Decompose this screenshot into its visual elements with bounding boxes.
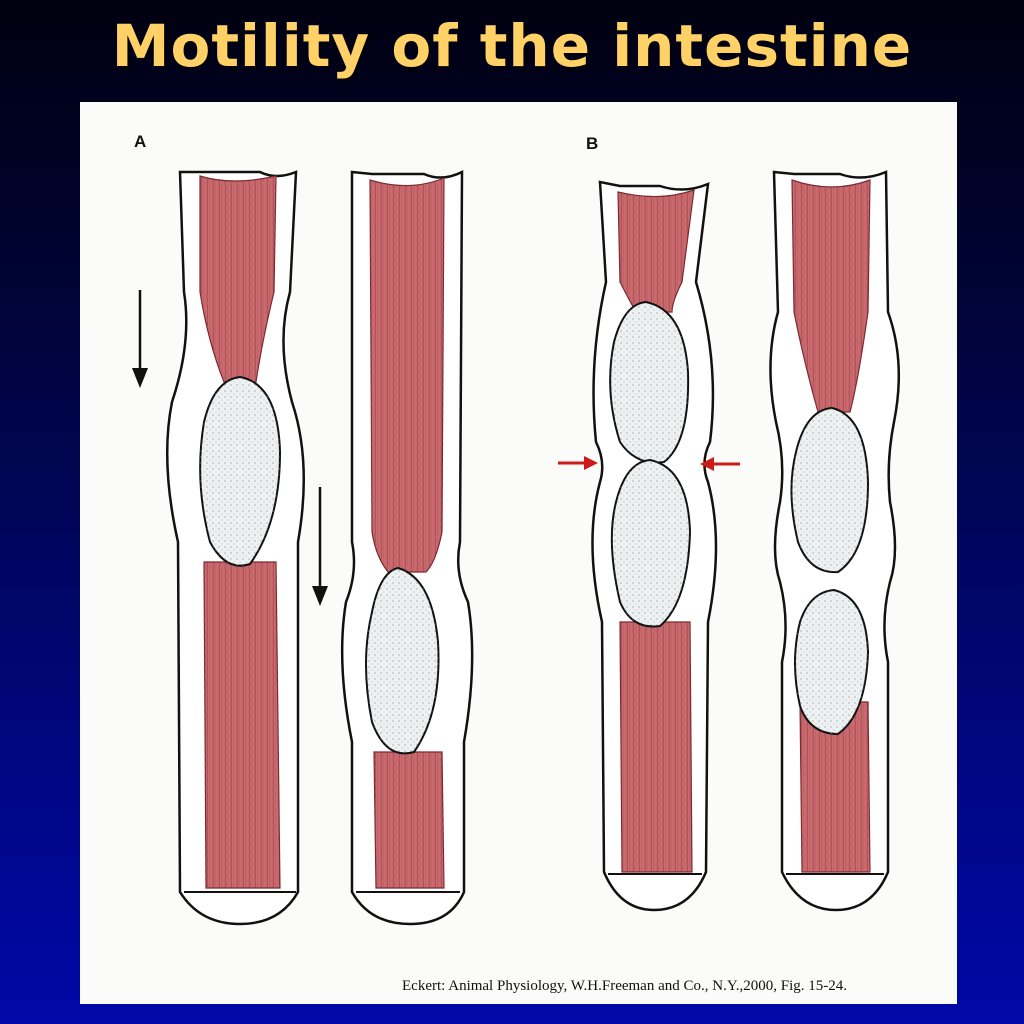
- tube-b1: [591, 180, 718, 912]
- panel-a-label: A: [134, 132, 147, 151]
- tube-a1: [165, 170, 306, 926]
- arrow-right-red: [558, 456, 598, 470]
- panel-b-label: B: [586, 134, 599, 153]
- arrow-down-a1: [132, 290, 148, 388]
- tube-b2: [769, 170, 901, 912]
- tube-a2: [340, 169, 474, 926]
- slide-title: Motility of the intestine: [111, 12, 913, 80]
- figure-panel: A B Eckert: Animal Physiology, W.H.Freem…: [80, 102, 957, 1004]
- intestine-diagram: [132, 169, 901, 926]
- figure-citation: Eckert: Animal Physiology, W.H.Freeman a…: [402, 978, 847, 994]
- arrow-down-a2: [312, 487, 328, 606]
- arrow-left-red: [700, 457, 740, 471]
